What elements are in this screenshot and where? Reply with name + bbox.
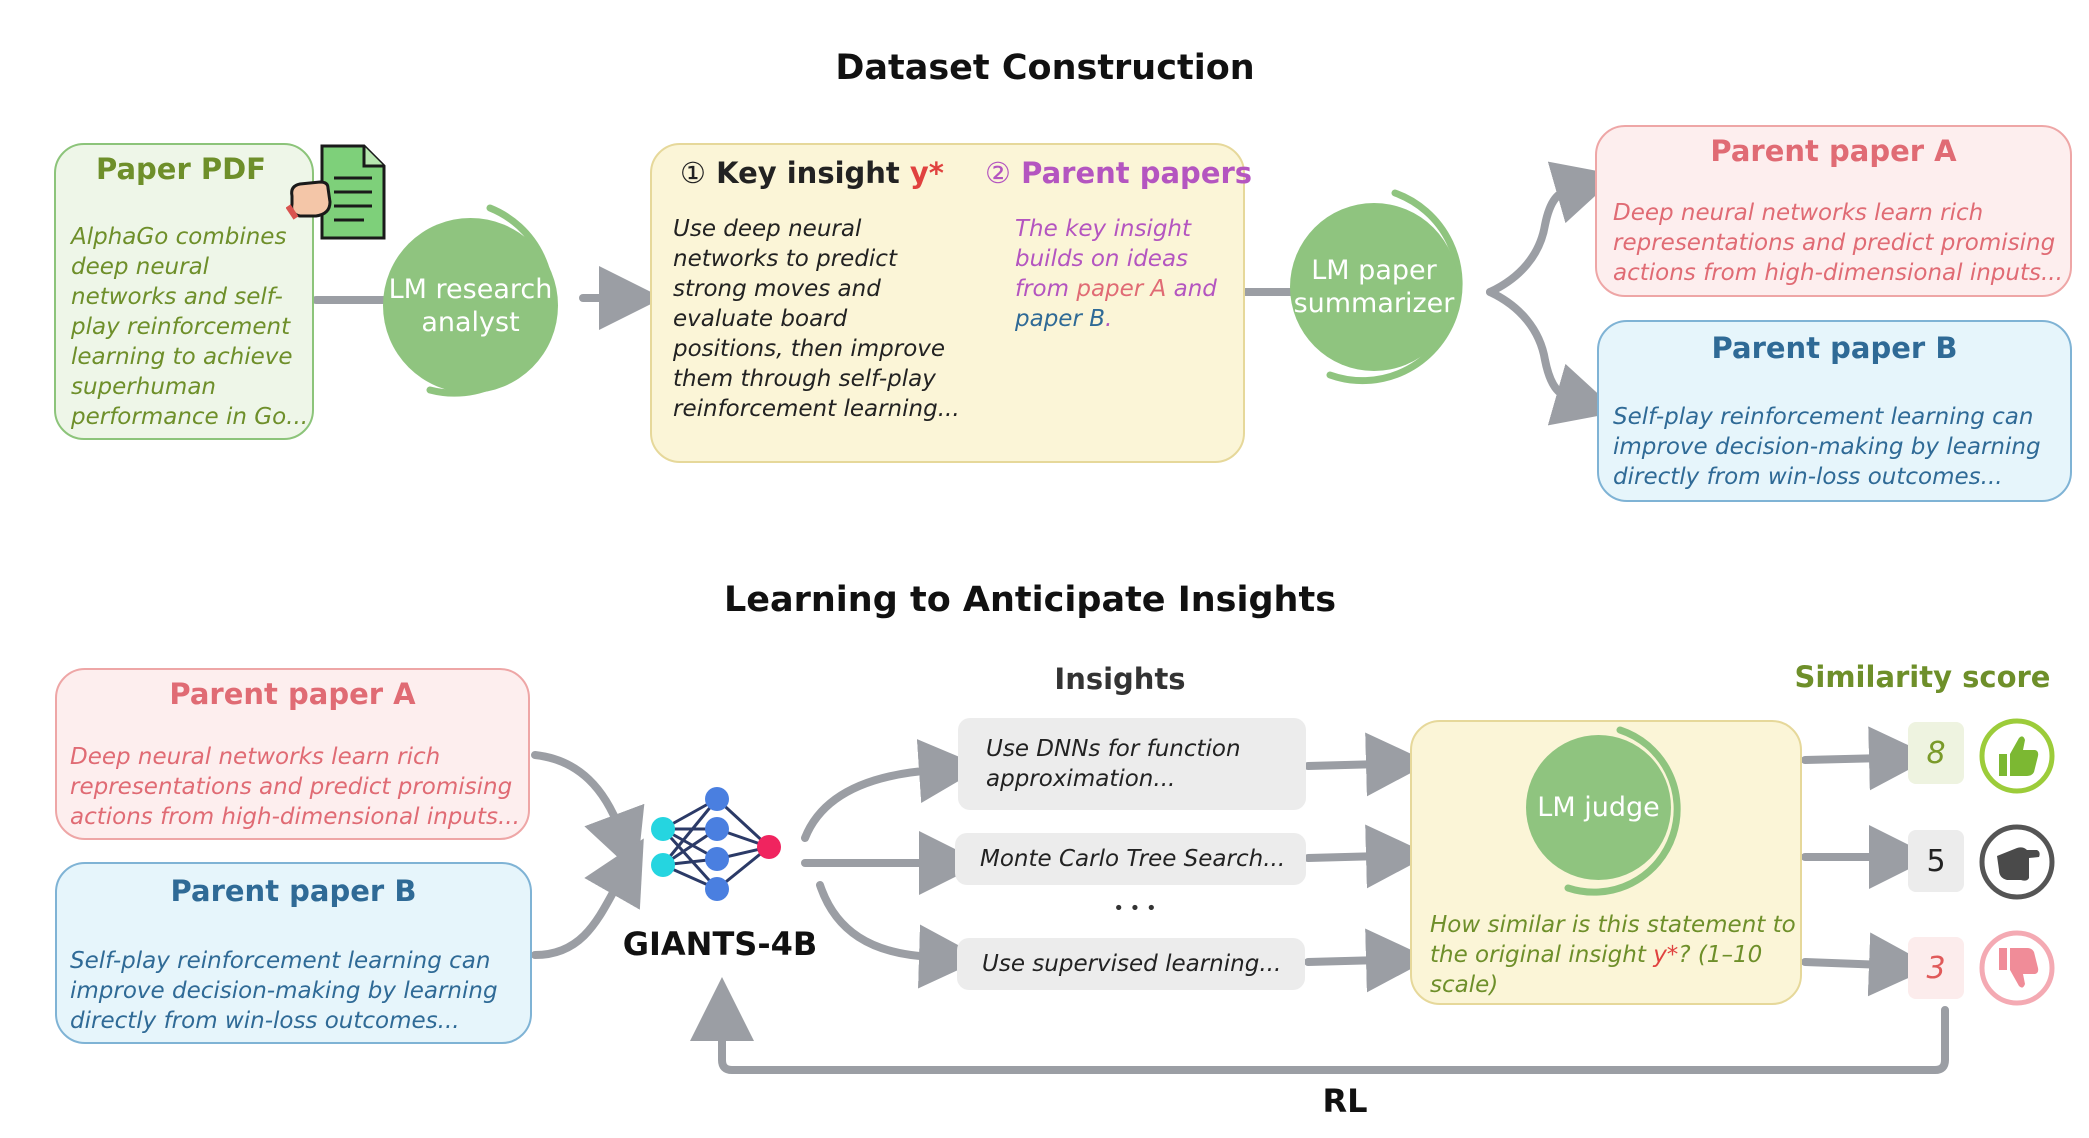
thumbs-up-icon (1979, 718, 2055, 794)
key-insight-box (650, 143, 1245, 463)
judge-to-score-3-arrow (1801, 932, 1933, 997)
judge-question-start: How similar is this statement to the ori… (1430, 912, 1796, 968)
insight-1-text: Use DNNs for function approximation... (986, 736, 1241, 792)
bottom-parent-a-text: Deep neural networks learn rich represen… (70, 744, 520, 830)
bottom-parent-b-title: Parent paper B (170, 874, 417, 908)
paper-pdf-text: AlphaGo combines deep neural networks an… (71, 224, 309, 430)
rl-label: RL (1322, 1082, 1368, 1120)
parent-papers-title: Parent papers (1021, 156, 1253, 190)
summarizer-ring (1326, 189, 1463, 385)
top-parent-b-box (1597, 320, 2072, 502)
top-parent-a-title: Parent paper A (1710, 134, 1957, 168)
parent-papers-paper-a: paper A (1076, 276, 1167, 302)
key-insight-heading: ① Key insight y* (680, 156, 944, 190)
parent-papers-intro: The key insight builds on ideas from (1015, 216, 1192, 302)
insights-label: Insights (1054, 662, 1186, 696)
score-1: 8 (1908, 722, 1964, 784)
summarizer-label-1: LM paper (1311, 255, 1437, 286)
hand-icon (286, 180, 332, 220)
research-analyst-circle: LM research analyst (383, 218, 558, 393)
bottom-parent-b-text: Self-play reinforcement learning can imp… (70, 948, 498, 1034)
key-insight-number: ① (680, 156, 706, 190)
thumbs-sideways-icon (1979, 824, 2055, 900)
top-parent-b-text: Self-play reinforcement learning can imp… (1613, 404, 2041, 490)
thumbs-down-icon (1979, 930, 2055, 1006)
insight-2-text: Monte Carlo Tree Search... (980, 846, 1286, 872)
judge-question: How similar is this statement to the ori… (1430, 910, 1802, 1000)
top-parent-b-title: Parent paper B (1711, 331, 1958, 365)
parent-papers-number: ② (985, 156, 1011, 190)
score-3: 3 (1908, 937, 1964, 999)
summarizer-to-parent-b-arrow (1486, 288, 1619, 426)
insight-3: Use supervised learning... (957, 938, 1305, 990)
parent-papers-and: and (1173, 276, 1217, 302)
parent-a-to-model-arrow (531, 751, 645, 875)
bottom-parent-a-box (55, 668, 530, 840)
similarity-label: Similarity score (1794, 660, 2051, 694)
summarizer-to-parent-a-arrow (1486, 161, 1619, 296)
judge-circle: LM judge (1526, 735, 1671, 880)
parent-papers-text: The key insight builds on ideas from pap… (1015, 214, 1230, 334)
parent-papers-paper-b: paper B (1015, 306, 1105, 332)
score-2: 5 (1908, 830, 1964, 892)
key-insight-title: Key insight (716, 156, 900, 190)
top-parent-a-box (1595, 125, 2072, 297)
model-to-insight-1-arrow (801, 739, 983, 842)
document-icon (320, 144, 386, 240)
rl-feedback-arrow (690, 977, 1949, 1074)
parent-b-to-model-arrow (531, 838, 644, 959)
research-analyst-label-2: analyst (421, 306, 520, 338)
top-parent-a-text: Deep neural networks learn rich represen… (1613, 200, 2063, 286)
paper-pdf-title: Paper PDF (95, 152, 266, 186)
insight-3-to-judge-arrow (1304, 928, 1430, 993)
bottom-parent-a-title: Parent paper A (169, 677, 416, 711)
learning-title: Learning to Anticipate Insights (723, 580, 1337, 620)
paper-pdf-box (54, 143, 314, 440)
judge-to-score-1-arrow (1801, 726, 1933, 791)
model-to-insight-3-arrow (816, 881, 983, 989)
insight-1-to-judge-arrow (1304, 732, 1430, 797)
neural-network-icon (651, 787, 781, 901)
dataset-construction-title: Dataset Construction (835, 48, 1255, 88)
judge-label: LM judge (1537, 792, 1660, 823)
judge-ring (1564, 726, 1681, 896)
key-insight-text: Use deep neural networks to predict stro… (673, 216, 960, 422)
bottom-parent-b-box (55, 862, 532, 1044)
insight-3-text: Use supervised learning... (982, 951, 1282, 977)
parent-papers-period: . (1105, 306, 1113, 332)
insights-ellipsis: • • • (1113, 898, 1157, 919)
summarizer-circle: LM paper summarizer (1290, 203, 1458, 371)
model-name: GIANTS-4B (622, 925, 818, 963)
summarizer-label-2: summarizer (1293, 288, 1455, 319)
insight-1: Use DNNs for function approximation... (958, 718, 1306, 810)
judge-question-symbol: y* (1653, 942, 1679, 968)
insight-2-to-judge-arrow (1304, 824, 1430, 889)
research-analyst-label-1: LM research (388, 273, 553, 305)
insight-2: Monte Carlo Tree Search... (955, 833, 1306, 885)
key-insight-symbol: y* (909, 156, 944, 190)
judge-question-end: ? (1–10 scale) (1430, 942, 1763, 998)
parent-papers-heading: ② Parent papers (985, 156, 1252, 190)
